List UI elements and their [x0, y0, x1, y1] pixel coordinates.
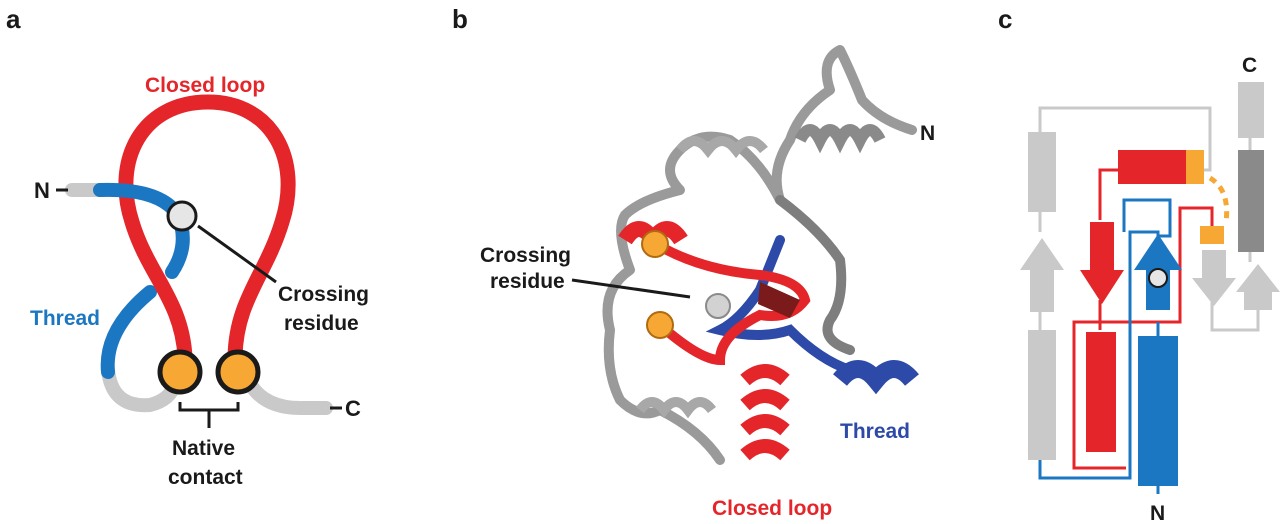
thread-grey-tail — [101, 363, 182, 413]
panel-a-letter: a — [6, 4, 21, 34]
thread-helix — [833, 360, 919, 395]
grey-connector-bottom — [1210, 300, 1260, 332]
grey-helix-bottom — [636, 397, 716, 419]
crossing-residue-pointer — [197, 224, 277, 284]
native-contact-left-residue — [157, 349, 203, 395]
crossing-residue-marker — [166, 200, 198, 232]
panel-c-c-label: C — [1242, 54, 1257, 77]
grey-helix-left-lower — [1028, 330, 1056, 460]
native-contact-bracket — [178, 402, 240, 428]
panel-a-crossing-label-line1: Crossing — [278, 283, 369, 306]
panel-a-crossing-label-line2: residue — [284, 312, 359, 335]
red-connector-left — [1098, 168, 1118, 220]
panel-a-c-label: C — [345, 396, 361, 421]
grey-arrow-right-up — [1236, 264, 1280, 310]
orange-contact-top — [1186, 150, 1204, 184]
orange-dashed-link — [1208, 175, 1230, 223]
crossing-residue-pointer — [571, 278, 691, 299]
dark-red-strand — [758, 282, 800, 318]
grey-helix-left — [676, 136, 768, 159]
grey-arrow-left-up — [1020, 238, 1064, 312]
panel-a: a Closed loop N C Thread Crossing residu… — [6, 4, 369, 489]
grey-helix-top — [794, 124, 886, 154]
panel-b: b N Crossing residue Thread Closed loop — [452, 4, 935, 520]
panel-c-n-label: N — [1150, 502, 1165, 524]
red-arrow-down — [1080, 222, 1124, 304]
panel-b-closed-loop-label: Closed loop — [712, 497, 832, 520]
red-helix-top — [1118, 150, 1188, 184]
panel-a-thread-label: Thread — [30, 307, 100, 330]
grey-arrow-right-down — [1192, 250, 1236, 306]
grey-helix-left-upper — [1028, 132, 1056, 212]
panel-b-crossing-label-line1: Crossing — [480, 244, 571, 267]
panel-a-n-label: N — [34, 178, 50, 203]
grey-helix-right-top — [1238, 82, 1264, 138]
panel-a-closed-loop-label: Closed loop — [145, 74, 265, 97]
panel-a-native-label-line2: contact — [168, 466, 243, 489]
crossing-residue-sphere — [705, 293, 731, 319]
panel-c-letter: c — [998, 4, 1012, 34]
panel-b-n-label: N — [920, 122, 935, 145]
c-terminal-tail — [241, 373, 333, 415]
orange-contact-right — [1200, 226, 1224, 244]
panel-b-thread-label: Thread — [840, 420, 910, 443]
blue-helix — [1138, 336, 1178, 486]
crossing-residue-marker — [1148, 268, 1168, 288]
grey-connector-top — [1038, 106, 1212, 172]
panel-c: c C N — [998, 4, 1280, 524]
panel-a-native-label-line1: Native — [172, 437, 235, 460]
red-helix-bottom — [1086, 332, 1116, 452]
closed-loop-strand — [118, 94, 296, 365]
thread-lower-segment — [100, 285, 157, 379]
native-contact-upper-residue — [641, 230, 669, 258]
native-contact-right-residue — [215, 349, 261, 395]
protein-backbone-right-strand — [775, 195, 855, 355]
grey-helix-right-middle — [1238, 150, 1264, 252]
red-connector-right — [1072, 206, 1214, 470]
native-contact-lower-residue — [646, 311, 674, 339]
panel-b-letter: b — [452, 4, 468, 34]
panel-b-crossing-label-line2: residue — [490, 270, 565, 293]
closed-loop-helix — [740, 364, 790, 461]
